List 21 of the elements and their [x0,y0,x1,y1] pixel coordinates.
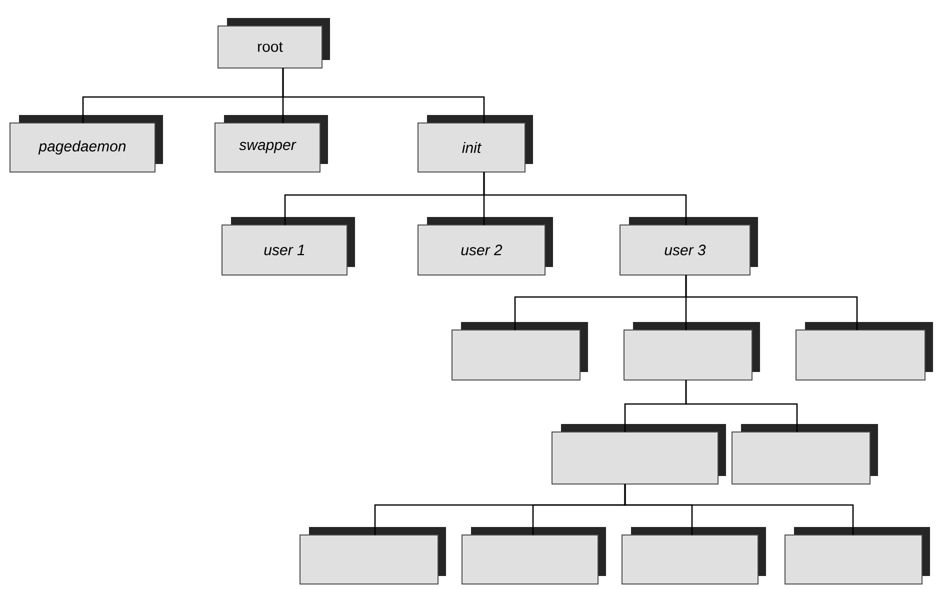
empty-box [622,527,766,584]
empty-box [552,424,726,484]
connector [685,380,798,432]
process-box: user 3 [620,217,758,276]
process-box: user 1 [222,217,355,276]
empty-box [300,527,446,584]
empty-box [732,424,878,484]
connector [685,275,858,330]
process-box: swapper [214,115,328,172]
connector [282,68,485,123]
empty-box [452,322,588,380]
connector [483,172,687,225]
empty-box [624,322,760,380]
process-box: init [418,115,533,172]
process-box: root [218,18,330,68]
empty-box [796,322,934,380]
empty-box [784,527,930,584]
empty-box [462,527,606,584]
process-box: user 2 [418,217,553,276]
process-box: pagedaemon [10,115,163,172]
connector [624,484,854,535]
